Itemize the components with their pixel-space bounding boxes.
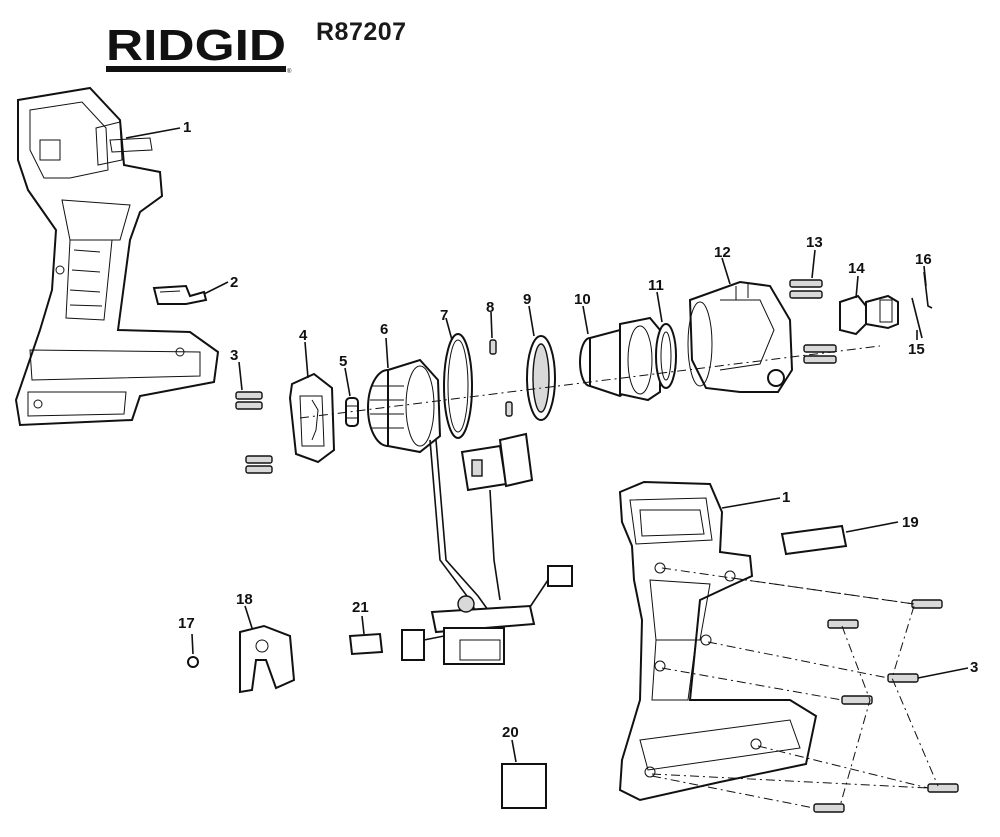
- housing-right-half: [618, 480, 818, 802]
- part-4-gear-cover: [288, 372, 336, 464]
- part-15-clip: [911, 297, 923, 339]
- part-3-screws-right: [813, 599, 959, 813]
- callout-12: 12: [714, 244, 731, 261]
- callout-6: 6: [380, 321, 388, 338]
- callout-7: 7: [440, 307, 448, 324]
- model-number: R87207: [316, 18, 407, 46]
- callout-1-top: 1: [183, 119, 191, 136]
- callout-5: 5: [339, 353, 347, 370]
- part-10-hammer: [579, 316, 661, 402]
- connector-pcb: [401, 565, 573, 665]
- svg-text:®: ®: [287, 68, 292, 75]
- part-7-disc: [443, 333, 473, 439]
- part-3-screws-left: [235, 391, 273, 474]
- callout-4: 4: [299, 327, 308, 344]
- callout-15: 15: [908, 341, 925, 358]
- leader-lines: [125, 127, 969, 763]
- part-11-washer: [655, 323, 677, 389]
- part-17-ring: [187, 656, 199, 668]
- callout-14: 14: [848, 260, 865, 277]
- callout-11: 11: [648, 277, 664, 294]
- callout-13: 13: [806, 234, 823, 251]
- part-2-clip: [152, 284, 208, 305]
- callout-8: 8: [486, 299, 494, 316]
- part-18-belt-clip: [239, 624, 296, 694]
- callout-3-left: 3: [230, 347, 238, 364]
- callout-1-right: 1: [782, 489, 790, 506]
- part-21-label: [348, 632, 384, 656]
- callout-16: 16: [915, 251, 932, 268]
- part-6-motor: [367, 358, 489, 621]
- callout-19: 19: [902, 514, 919, 531]
- callout-9: 9: [523, 291, 531, 308]
- part-9-ring-gear: [526, 335, 556, 421]
- housing-left-half: [14, 86, 220, 427]
- ridgid-logo: RIDGID ®: [106, 21, 292, 75]
- callout-20: 20: [502, 724, 519, 741]
- callout-2: 2: [230, 274, 238, 291]
- callout-3-right: 3: [970, 659, 978, 676]
- trigger-switch: [460, 432, 534, 601]
- part-13-screws: [789, 279, 837, 364]
- callout-21: 21: [352, 599, 369, 616]
- callout-18: 18: [236, 591, 253, 608]
- part-12-front-housing: [687, 280, 794, 393]
- part-20-label: [501, 763, 547, 809]
- part-8-pins: [489, 339, 513, 417]
- part-14-anvil: [839, 294, 899, 336]
- callout-10: 10: [574, 291, 591, 308]
- part-19-label: [780, 524, 848, 556]
- assembly-lines: [299, 345, 939, 809]
- callout-labels: 1 2 3 4 5 6 7 8 9 10 11 12 13 14 15 16 1…: [178, 119, 978, 741]
- callout-17: 17: [178, 615, 195, 632]
- brand-text: RIDGID: [106, 21, 286, 70]
